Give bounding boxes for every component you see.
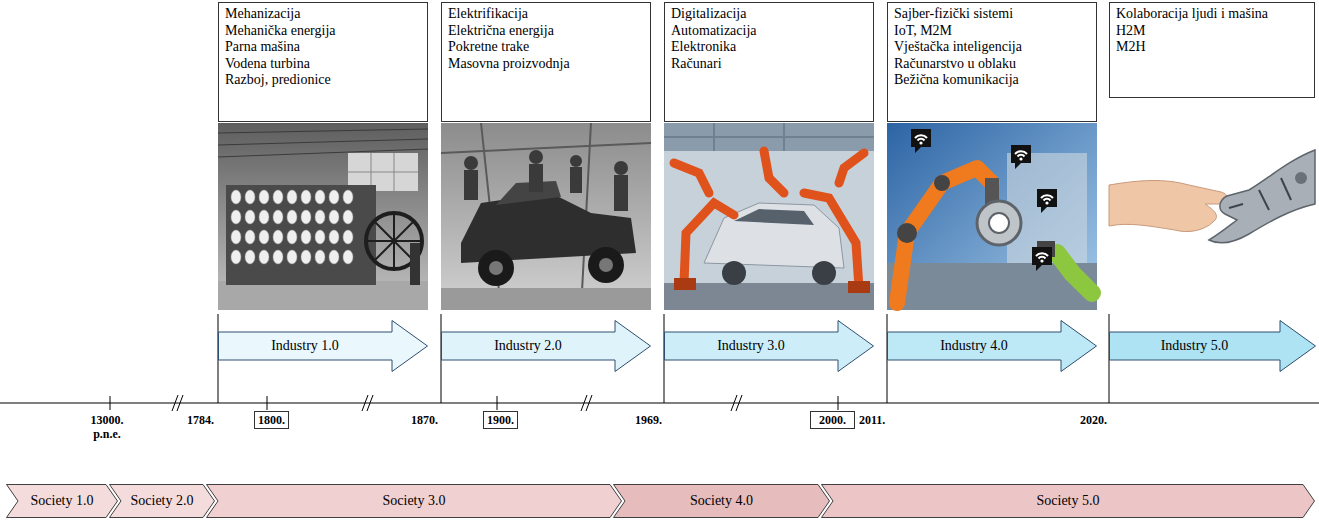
year-box: 1900. bbox=[483, 411, 518, 429]
industry-arrow: Industry 2.0 bbox=[441, 320, 651, 372]
feature-box: Sajber-fizički sistemiIoT, M2MVještačka … bbox=[887, 2, 1097, 122]
feature-line: Razboj, predionice bbox=[225, 72, 421, 89]
arrow-shape bbox=[110, 485, 215, 518]
society-arrow: Society 3.0 bbox=[206, 484, 622, 518]
text-group: DigitalizacijaAutomatizacijaElektronikaR… bbox=[671, 6, 867, 72]
arrow-label: Society 5.0 bbox=[1037, 493, 1100, 509]
text-group: Society 4.0 bbox=[678, 493, 765, 509]
arrow-shape bbox=[822, 485, 1315, 518]
year-label: 2011. bbox=[859, 413, 885, 427]
wifi-icon bbox=[1032, 247, 1052, 271]
arrow-shape bbox=[442, 321, 651, 372]
text-group: 1900. bbox=[487, 412, 514, 428]
arrow-shape bbox=[665, 321, 874, 372]
text-group: Sajber-fizički sistemiIoT, M2MVještačka … bbox=[894, 6, 1090, 89]
feature-line: Električna energija bbox=[448, 23, 644, 40]
wifi-icon bbox=[1011, 145, 1031, 169]
society-arrow: Society 4.0 bbox=[613, 484, 830, 518]
arrow-shape bbox=[888, 321, 1097, 372]
society-arrow: Society 1.0 bbox=[6, 484, 118, 518]
feature-line: IoT, M2M bbox=[894, 23, 1090, 40]
feature-line: Mehanička energija bbox=[225, 23, 421, 40]
feature-line: Računari bbox=[671, 56, 867, 73]
handshake-photo bbox=[1109, 130, 1315, 290]
feature-line: Kolaboracija ljudi i mašina bbox=[1116, 6, 1308, 23]
feature-line: Sajber-fizički sistemi bbox=[894, 6, 1090, 23]
feature-line: Elektrifikacija bbox=[448, 6, 644, 23]
year-box: 2000. bbox=[810, 411, 855, 429]
industry-arrow: Industry 3.0 bbox=[664, 320, 874, 372]
feature-box: MehanizacijaMehanička energijaParna maši… bbox=[218, 2, 428, 122]
year-label: 1870. bbox=[411, 413, 438, 427]
robot-line-photo bbox=[664, 123, 874, 310]
year-label: 13000. p.n.e. bbox=[82, 413, 132, 441]
arrow-label: Society 3.0 bbox=[383, 493, 446, 509]
arrow-label: Society 1.0 bbox=[31, 493, 94, 509]
timeline-break bbox=[172, 395, 742, 411]
year-text: 1800. bbox=[258, 412, 285, 428]
industry-arrow: Industry 1.0 bbox=[218, 320, 428, 372]
text-group: Industry 3.0 bbox=[717, 338, 821, 354]
arrow-label: Society 2.0 bbox=[131, 493, 194, 509]
feature-line: Bežična komunikacija bbox=[894, 72, 1090, 89]
text-group: MehanizacijaMehanička energijaParna maši… bbox=[225, 6, 421, 89]
year-box: 1800. bbox=[254, 411, 289, 429]
arrow-label: Industry 5.0 bbox=[1161, 338, 1229, 354]
text-group: Industry 4.0 bbox=[940, 338, 1044, 354]
feature-line: Pokretne trake bbox=[448, 39, 644, 56]
arrow-label: Industry 3.0 bbox=[717, 338, 785, 354]
feature-line: Automatizacija bbox=[671, 23, 867, 40]
feature-line: Elektronika bbox=[671, 39, 867, 56]
feature-line: Masovna proizvodnja bbox=[448, 56, 644, 73]
society-arrow: Society 5.0 bbox=[821, 484, 1315, 518]
arrow-label: Industry 4.0 bbox=[940, 338, 1008, 354]
feature-line: Parna mašina bbox=[225, 39, 421, 56]
year-label: 2020. bbox=[1080, 413, 1107, 427]
arrow-shape bbox=[7, 485, 118, 518]
mill-photo bbox=[218, 123, 428, 310]
year-text: 1900. bbox=[487, 412, 514, 428]
text-group: Industry 2.0 bbox=[494, 338, 598, 354]
feature-line: Računarstvo u oblaku bbox=[894, 56, 1090, 73]
industry-arrow: Industry 4.0 bbox=[887, 320, 1097, 372]
text-group: Industry 1.0 bbox=[271, 338, 375, 354]
text-group: Society 2.0 bbox=[119, 493, 206, 509]
arrow-shape bbox=[219, 321, 428, 372]
year-text: 2000. bbox=[819, 412, 846, 428]
industry-arrow: Industry 5.0 bbox=[1109, 320, 1316, 372]
arrow-shape bbox=[614, 485, 830, 518]
arrow-label: Industry 1.0 bbox=[271, 338, 339, 354]
feature-line: Digitalizacija bbox=[671, 6, 867, 23]
year-label: 1784. bbox=[187, 413, 214, 427]
text-group: ElektrifikacijaElektrična energijaPokret… bbox=[448, 6, 644, 72]
arrow-label: Society 4.0 bbox=[690, 493, 753, 509]
text-group: Society 5.0 bbox=[1025, 493, 1112, 509]
feature-line: M2H bbox=[1116, 39, 1308, 56]
text-group: Kolaboracija ljudi i mašinaH2MM2H bbox=[1116, 6, 1308, 56]
arrow-shape bbox=[1110, 321, 1316, 372]
feature-box: ElektrifikacijaElektrična energijaPokret… bbox=[441, 2, 651, 122]
society-arrow: Society 2.0 bbox=[109, 484, 215, 518]
feature-line: Vještačka inteligencija bbox=[894, 39, 1090, 56]
iot-robot-photo bbox=[887, 123, 1097, 310]
text-group: Society 1.0 bbox=[19, 493, 106, 509]
arrow-shape bbox=[207, 485, 622, 518]
wifi-icon bbox=[1037, 189, 1057, 213]
year-label: 1969. bbox=[635, 413, 662, 427]
text-group: 2000. bbox=[819, 412, 846, 428]
feature-line: Vodena turbina bbox=[225, 56, 421, 73]
text-group: Society 3.0 bbox=[371, 493, 458, 509]
feature-line: Mehanizacija bbox=[225, 6, 421, 23]
feature-box: Kolaboracija ljudi i mašinaH2MM2H bbox=[1109, 2, 1315, 98]
arrow-label: Industry 2.0 bbox=[494, 338, 562, 354]
feature-line: H2M bbox=[1116, 23, 1308, 40]
timeline bbox=[0, 314, 1319, 410]
text-group: Industry 5.0 bbox=[1161, 338, 1265, 354]
feature-box: DigitalizacijaAutomatizacijaElektronikaR… bbox=[664, 2, 874, 122]
text-group: 1800. bbox=[258, 412, 285, 428]
wifi-icon bbox=[911, 129, 931, 153]
assembly-photo bbox=[441, 123, 651, 310]
